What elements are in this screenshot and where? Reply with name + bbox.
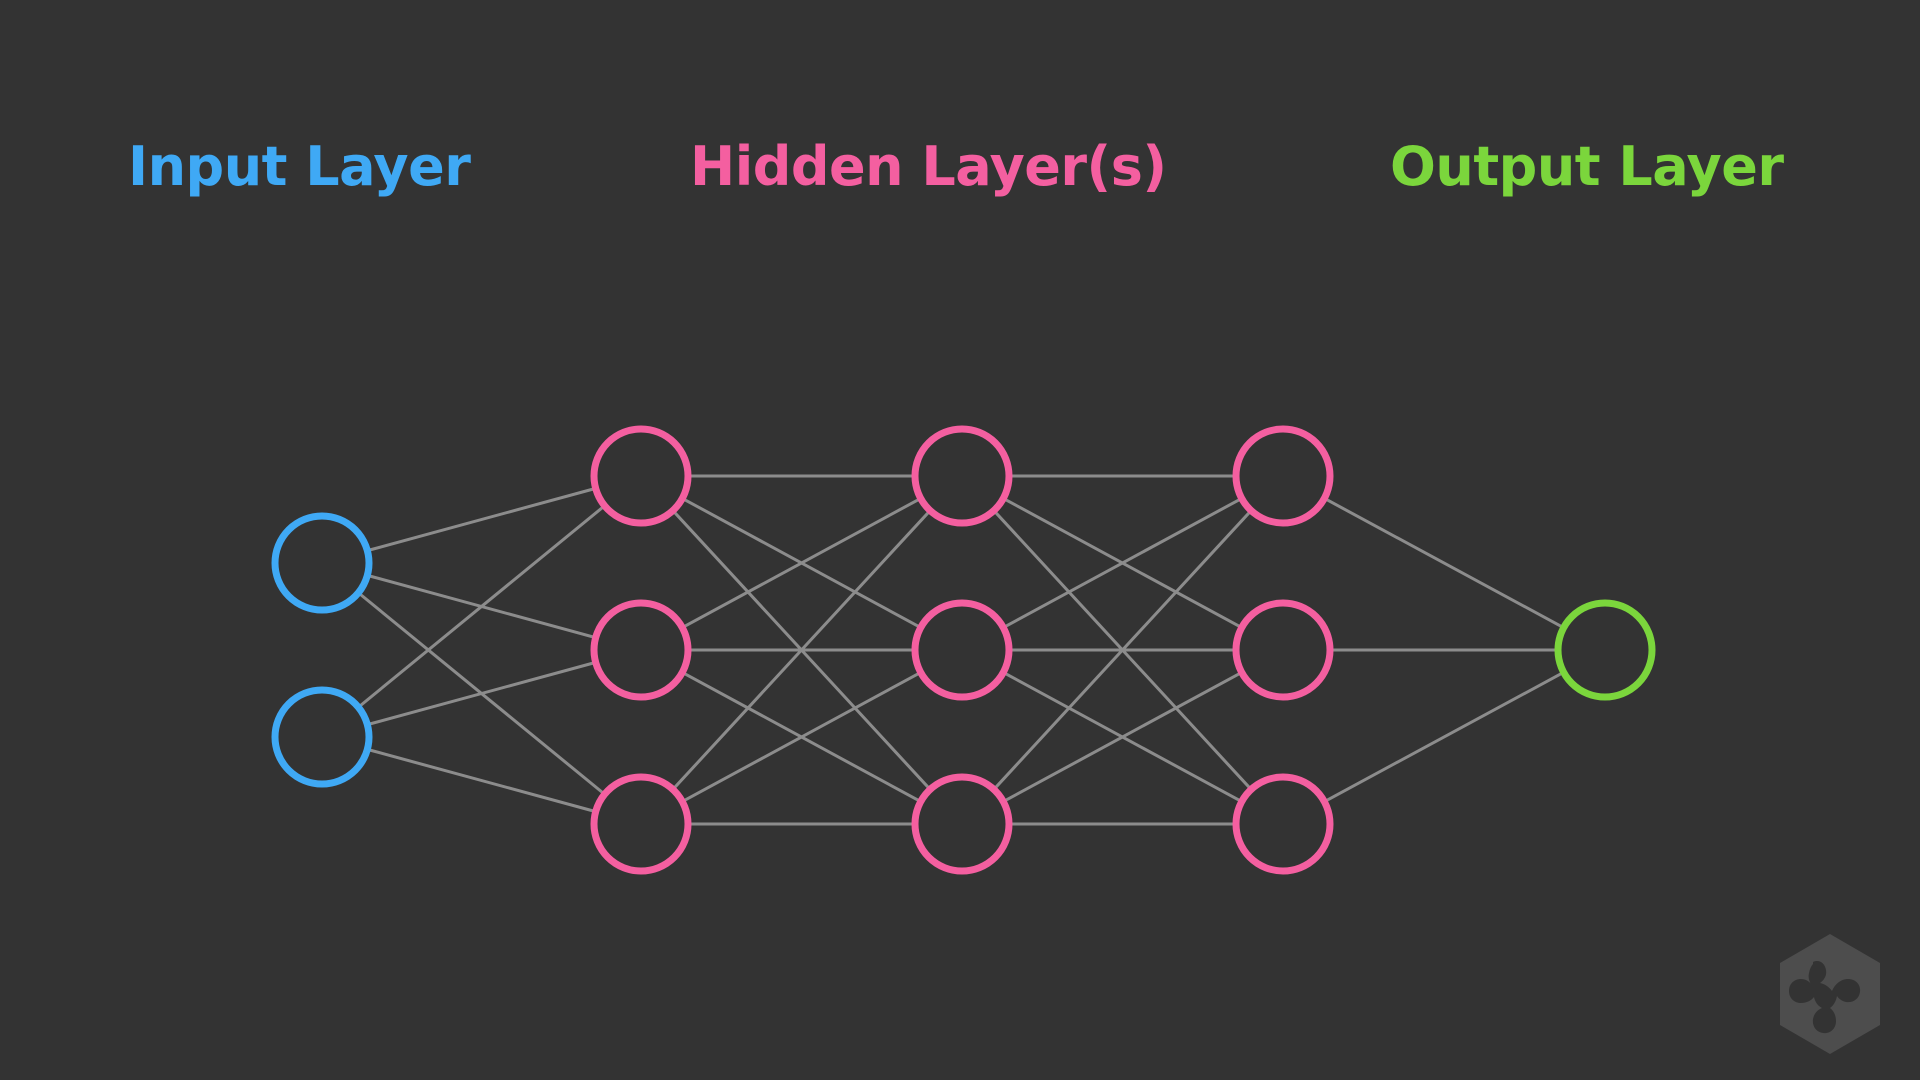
neuron-node-h2b	[911, 599, 1013, 701]
neuron-node-i2	[271, 686, 373, 788]
hidden-layer-label: Hidden Layer(s)	[690, 135, 1167, 198]
connection-edge	[1322, 496, 1566, 630]
neuron-node-h1a	[590, 425, 692, 527]
connection-edge	[1001, 670, 1244, 804]
input-layer-label: Input Layer	[128, 135, 471, 198]
neuron-node-h2a	[911, 425, 1013, 527]
neuron-node-h3b	[1232, 599, 1334, 701]
neuron-node-i1	[271, 512, 373, 614]
output-layer-label: Output Layer	[1390, 135, 1784, 198]
connection-edge	[680, 496, 923, 630]
neuron-node-h1b	[590, 599, 692, 701]
neuron-node-h1c	[590, 773, 692, 875]
node-layer	[271, 425, 1656, 875]
connection-edge	[365, 660, 598, 727]
connection-edge	[1001, 496, 1244, 630]
connection-edge	[671, 509, 932, 791]
connection-edge	[365, 747, 598, 814]
edge-layer	[356, 474, 1566, 826]
connection-edge	[680, 670, 923, 804]
connection-edge	[356, 504, 607, 709]
neuron-node-o1	[1554, 599, 1656, 701]
connection-edge	[365, 486, 598, 553]
connection-edge	[1322, 670, 1566, 804]
neuron-node-h3a	[1232, 425, 1334, 527]
neuron-node-h3c	[1232, 773, 1334, 875]
connection-edge	[992, 509, 1253, 791]
neuron-node-h2c	[911, 773, 1013, 875]
